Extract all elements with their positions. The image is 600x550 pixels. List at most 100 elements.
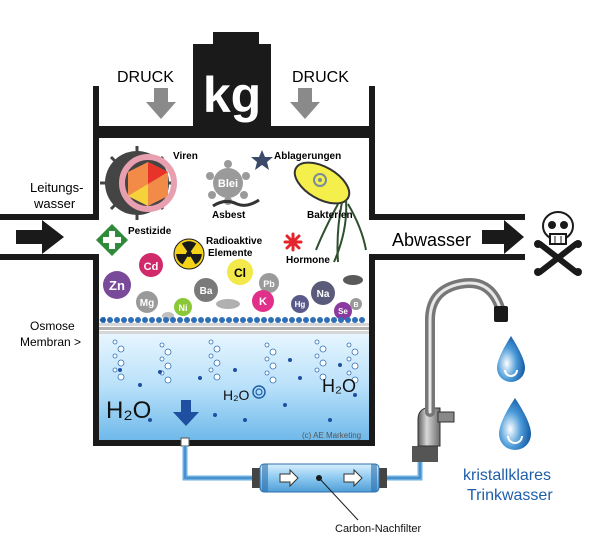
outlet-arrow xyxy=(482,220,524,254)
water-bubble xyxy=(208,367,214,373)
water-particle xyxy=(118,368,122,372)
water-bubble xyxy=(319,345,327,353)
nickel-label: Ni xyxy=(179,303,188,313)
water-bubble xyxy=(269,362,277,370)
deposits-label: Ablagerungen xyxy=(274,151,341,162)
membrane-dot xyxy=(121,317,127,323)
water-bubble xyxy=(319,373,327,381)
water-bubble xyxy=(351,362,359,370)
water-bubble xyxy=(269,348,277,356)
mercury-label: Hg xyxy=(295,300,306,309)
lead-ball-label: Pb xyxy=(263,279,275,289)
product-label-line1: kristallklares xyxy=(463,467,551,484)
membrane-dot xyxy=(261,317,267,323)
filter-label: Carbon-Nachfilter xyxy=(335,523,422,535)
membrane-dot xyxy=(142,317,148,323)
tank-walls xyxy=(93,138,375,446)
weight-block: kg xyxy=(193,32,271,126)
membrane-dot xyxy=(345,317,351,323)
press-plate xyxy=(93,126,375,138)
water-bubble xyxy=(351,376,359,384)
deposits-icon xyxy=(251,150,273,170)
membrane-dot xyxy=(359,317,365,323)
barium-ball xyxy=(194,278,218,302)
asbestos-icon xyxy=(212,198,260,208)
skull-icon xyxy=(534,211,582,276)
membrane-dot xyxy=(135,317,141,323)
inlet-label-line2: wasser xyxy=(33,196,76,211)
water-bubble xyxy=(346,370,352,376)
membrane-dot xyxy=(219,317,225,323)
water-bubble xyxy=(346,356,352,362)
radioactive-label-1: Radioaktive xyxy=(206,236,263,247)
barium-label: Ba xyxy=(200,286,213,297)
inlet-arrow xyxy=(16,220,64,254)
membrane-label-line1: Osmose xyxy=(30,319,75,333)
swirl-icon xyxy=(252,385,266,399)
radioactive-label-2: Elemente xyxy=(208,248,253,259)
copyright-label: (c) AE Marketing xyxy=(302,431,361,440)
chlorine-ball xyxy=(227,259,253,285)
membrane-dot xyxy=(128,317,134,323)
h2o-left-label: H₂O xyxy=(106,397,151,424)
membrane-dot xyxy=(331,317,337,323)
potassium-label: K xyxy=(259,296,267,308)
permeate-bubbles xyxy=(112,339,359,422)
selenium-ball xyxy=(334,302,352,320)
membrane-dot xyxy=(296,317,302,323)
water-bubble xyxy=(159,356,165,362)
water-drop-icon xyxy=(497,336,525,382)
membrane-dot xyxy=(233,317,239,323)
water-bubble xyxy=(112,353,118,359)
water-bubble xyxy=(346,342,352,348)
nickel-ball xyxy=(174,298,192,316)
water-particle xyxy=(138,383,142,387)
water-bubble xyxy=(264,356,270,362)
membrane-dot xyxy=(170,317,176,323)
pesticide-label: Pestizide xyxy=(128,226,172,237)
water-drop-icon-2 xyxy=(499,398,531,450)
pressure-arrow-right xyxy=(290,88,320,119)
water-bubble xyxy=(319,359,327,367)
water-bubble xyxy=(314,353,320,359)
membrane-dot xyxy=(352,317,358,323)
lead-ball xyxy=(259,273,279,293)
membrane-dot xyxy=(107,317,113,323)
h2o-right-label: H₂O xyxy=(322,376,356,396)
chlorine-label: Cl xyxy=(234,266,246,280)
membrane-dot xyxy=(254,317,260,323)
water-bubble xyxy=(164,348,172,356)
magnesium-label: Mg xyxy=(140,298,154,309)
water-bubble xyxy=(351,348,359,356)
water-bubble xyxy=(117,345,125,353)
membrane-dot xyxy=(226,317,232,323)
water-particle xyxy=(288,358,292,362)
water-particle xyxy=(353,393,357,397)
membrane-dot xyxy=(310,317,316,323)
inlet-pipe xyxy=(0,214,99,260)
water-particle xyxy=(328,418,332,422)
membrane-dot xyxy=(240,317,246,323)
water-bubble xyxy=(213,359,221,367)
membrane-dot xyxy=(156,317,162,323)
cadmium-ball xyxy=(139,253,163,277)
outflow-pipe xyxy=(180,437,423,481)
water-bubble xyxy=(314,339,320,345)
water-bubble xyxy=(269,376,277,384)
membrane-dot xyxy=(163,317,169,323)
water-bubble xyxy=(117,359,125,367)
membrane-dot xyxy=(184,317,190,323)
membrane-dot xyxy=(247,317,253,323)
bacteria-label: Bakterien xyxy=(307,210,353,221)
water-bubble xyxy=(213,373,221,381)
membrane-dot xyxy=(205,317,211,323)
water-particle xyxy=(213,413,217,417)
water-particle xyxy=(298,376,302,380)
membrane-dot xyxy=(191,317,197,323)
zinc-label: Zn xyxy=(109,278,125,293)
water-bubble xyxy=(164,376,172,384)
water-bubble xyxy=(264,370,270,376)
membrane-dot xyxy=(212,317,218,323)
virus-icon xyxy=(100,146,177,220)
